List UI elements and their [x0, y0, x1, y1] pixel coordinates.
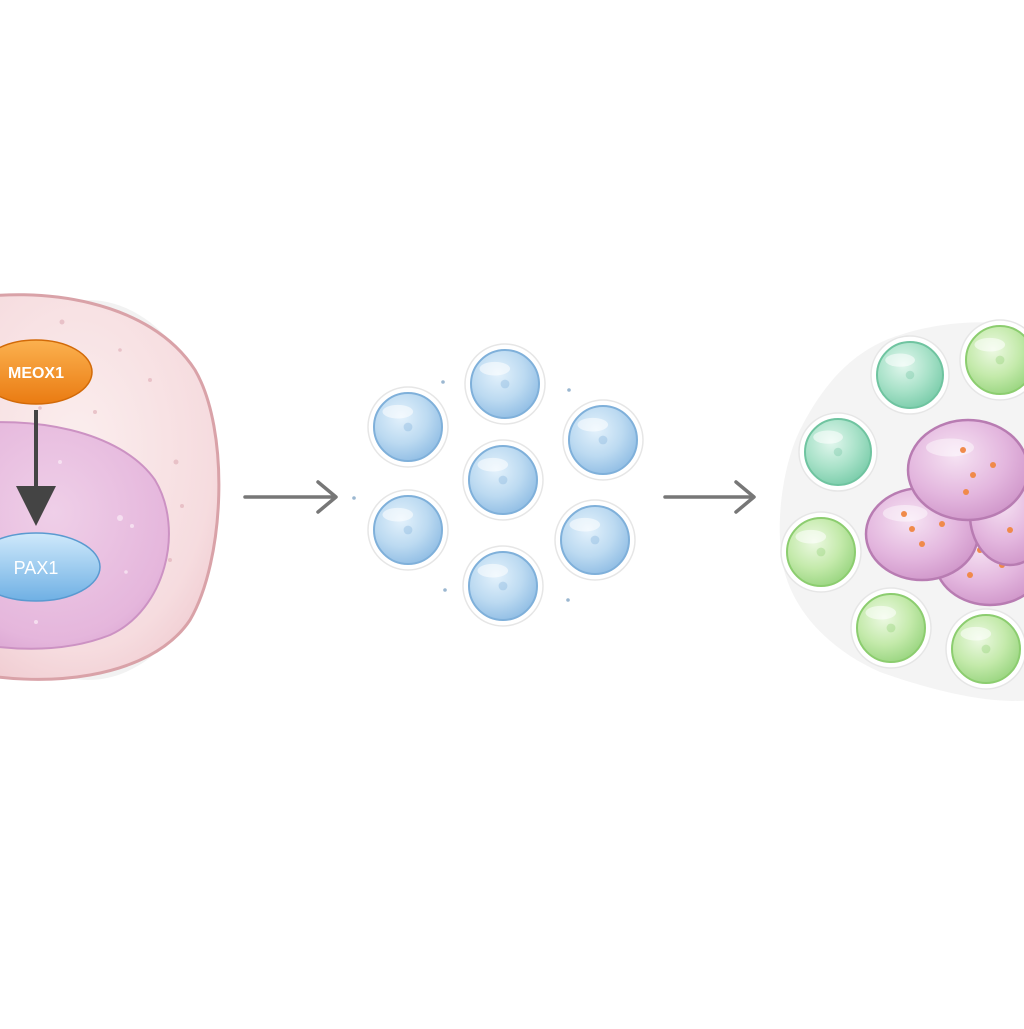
granule: [1007, 527, 1013, 533]
speck: [566, 598, 570, 602]
green-cell: [959, 319, 1024, 401]
stage-1-cell-group: MEOX1 PAX1: [0, 293, 221, 681]
green-cell: [945, 608, 1024, 690]
proliferating-cell: [462, 545, 544, 627]
gene-meox1-label: MEOX1: [8, 365, 64, 382]
speck: [443, 588, 447, 592]
granule: [967, 572, 973, 578]
granule: [963, 489, 969, 495]
green-cell: [850, 587, 932, 669]
teal-cell: [798, 412, 878, 492]
granule: [909, 526, 915, 532]
speck: [567, 388, 571, 392]
proliferating-cell: [462, 439, 544, 521]
cytoplasm-speckles: [38, 319, 184, 562]
transition-arrow-1: [243, 480, 338, 514]
nucleus-speckles: [34, 460, 134, 624]
granule: [919, 541, 925, 547]
gene-meox1: MEOX1: [0, 339, 93, 405]
granule: [939, 521, 945, 527]
transition-arrow-2: [663, 480, 756, 514]
teal-cell: [870, 335, 950, 415]
granule: [970, 472, 976, 478]
stage-2-proliferating-cells: [352, 343, 644, 627]
speck: [441, 380, 445, 384]
granulated-cell: [906, 418, 1024, 522]
gene-pax1: PAX1: [0, 532, 101, 602]
stage-3-differentiated-cluster: [779, 319, 1024, 701]
proliferating-cell: [367, 489, 449, 571]
proliferating-cell: [367, 386, 449, 468]
granule: [990, 462, 996, 468]
proliferating-cell: [554, 499, 636, 581]
speck: [352, 496, 356, 500]
granule: [960, 447, 966, 453]
granule: [901, 511, 907, 517]
gene-pax1-label: PAX1: [14, 558, 59, 578]
green-cell: [780, 511, 862, 593]
proliferating-cell: [464, 343, 546, 425]
proliferating-cell: [562, 399, 644, 481]
